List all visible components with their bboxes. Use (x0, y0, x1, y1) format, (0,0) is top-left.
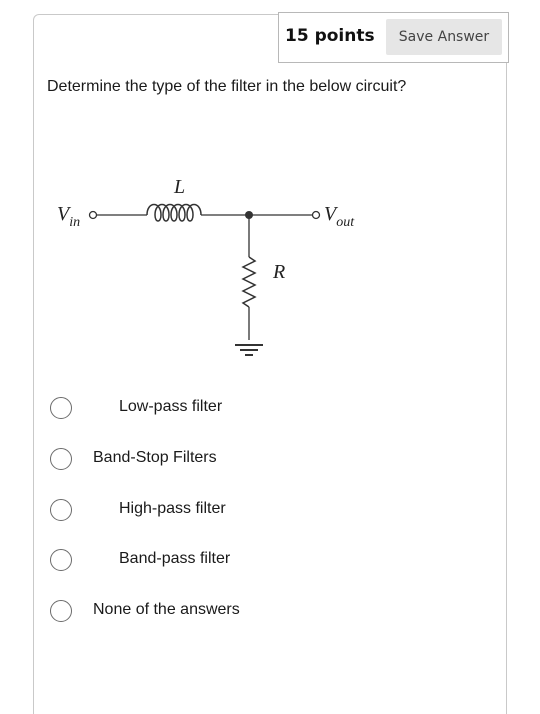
option-label: Band-pass filter (119, 550, 231, 567)
resistor-symbol (241, 256, 257, 308)
radio-button[interactable] (50, 448, 72, 470)
option-label: None of the answers (93, 601, 240, 618)
question-card (33, 14, 507, 714)
vout-label: Vout (324, 203, 355, 230)
output-terminal (311, 210, 321, 220)
radio-button[interactable] (50, 600, 72, 622)
radio-button[interactable] (50, 397, 72, 419)
option-none[interactable]: None of the answers (50, 597, 470, 625)
option-label: High-pass filter (119, 500, 226, 517)
option-label: Band-Stop Filters (93, 449, 217, 466)
resistor-label: R (272, 261, 285, 283)
points-label: 15 points (285, 26, 375, 46)
radio-button[interactable] (50, 549, 72, 571)
circuit-diagram: Vin L Vout R (57, 176, 355, 356)
option-band-pass[interactable]: Band-pass filter (50, 546, 470, 574)
option-low-pass[interactable]: Low-pass filter (50, 394, 470, 422)
question-text: Determine the type of the filter in the … (47, 78, 407, 95)
input-terminal (88, 210, 98, 220)
vin-label: Vin (57, 203, 80, 230)
save-answer-button[interactable]: Save Answer (386, 19, 502, 55)
inductor-label: L (173, 176, 185, 198)
radio-button[interactable] (50, 499, 72, 521)
option-high-pass[interactable]: High-pass filter (50, 496, 470, 524)
question-header: 15 points Save Answer (278, 12, 509, 63)
option-band-stop[interactable]: Band-Stop Filters (50, 445, 470, 473)
option-label: Low-pass filter (119, 398, 223, 415)
inductor-symbol (146, 203, 202, 222)
